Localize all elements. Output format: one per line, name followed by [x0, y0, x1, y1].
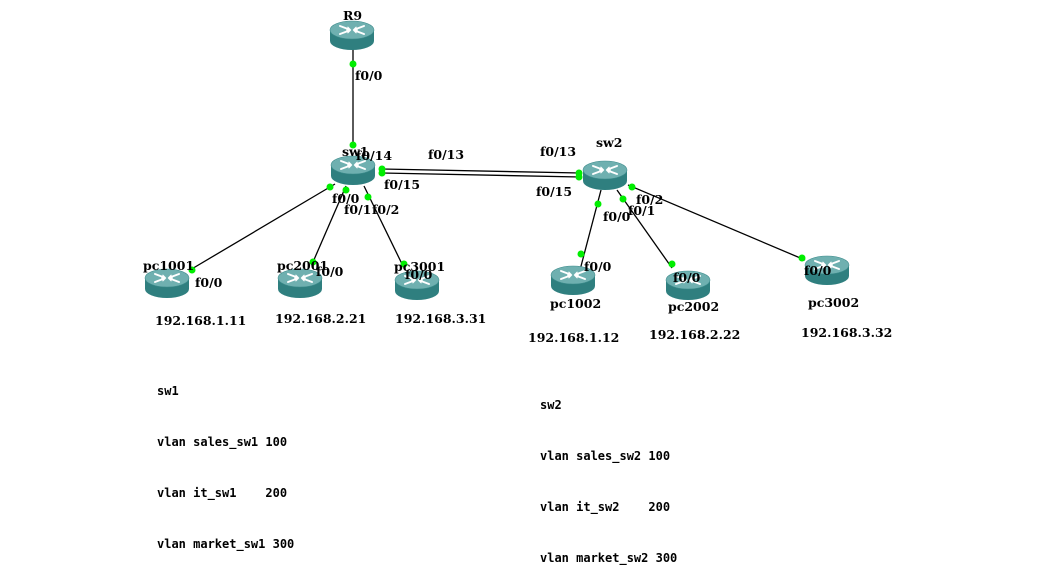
node-label-sw1: sw1 — [342, 144, 369, 159]
router-icon — [804, 255, 850, 285]
node-label-r9: R9 — [343, 8, 363, 23]
port-dot-sw1-f014 — [349, 141, 357, 149]
port-label-pc1002-f00: f0/0 — [584, 259, 612, 274]
port-label-sw1-f01: f0/1 — [344, 202, 372, 217]
port-label-pc2002-f00: f0/0 — [673, 270, 701, 285]
port-label-sw2-f015: f0/15 — [536, 184, 573, 199]
ip-label-pc3001: 192.168.3.31 — [395, 311, 487, 326]
node-label-pc2002: pc2002 — [668, 299, 720, 314]
node-label-pc1002: pc1002 — [550, 296, 602, 311]
port-dot-pc1001-f00 — [188, 266, 196, 274]
ip-label-pc3002: 192.168.3.32 — [801, 325, 893, 340]
links-layer — [189, 48, 806, 271]
link-sw1-pc2001[interactable] — [312, 185, 347, 263]
port-label-pc1001-f00: f0/0 — [195, 275, 223, 290]
note-line: sw2 — [540, 398, 562, 412]
port-dot-pc2002-f00 — [668, 260, 676, 268]
ip-label-pc2002: 192.168.2.22 — [649, 327, 741, 342]
port-dot-sw1-f01 — [342, 186, 350, 194]
ip-label-pc1001: 192.168.1.11 — [155, 313, 247, 328]
port-dot-sw2-f00 — [594, 200, 602, 208]
note-line: vlan sales_sw2 100 — [540, 449, 671, 463]
router-icon — [394, 270, 440, 300]
router-icon — [665, 270, 711, 300]
node-sw1[interactable] — [330, 155, 376, 187]
note-line: vlan market_sw2 300 — [540, 551, 678, 565]
node-pc1002[interactable] — [550, 265, 596, 297]
router-icon — [329, 20, 375, 50]
port-label-sw1-f014: f0/14 — [356, 148, 393, 163]
note-line: vlan it_sw1 200 — [157, 486, 288, 500]
node-sw2[interactable] — [582, 160, 628, 192]
port-label-sw1-f00: f0/0 — [332, 191, 360, 206]
link-sw1-sw2-f013[interactable] — [381, 168, 581, 174]
node-pc2001[interactable] — [277, 268, 323, 300]
port-dot-pc3001-f00 — [400, 260, 408, 268]
port-label-sw2-f00: f0/0 — [603, 209, 631, 224]
port-label-pc3002-f00: f0/0 — [804, 263, 832, 278]
link-sw1-pc1001[interactable] — [189, 183, 336, 271]
port-dot-sw1-f015 — [378, 169, 386, 177]
port-dot-pc3002-f00 — [798, 254, 806, 262]
link-sw1-sw2-f015[interactable] — [381, 172, 581, 178]
port-label-sw2-f02: f0/2 — [636, 192, 664, 207]
port-label-sw1-f015: f0/15 — [384, 177, 421, 192]
node-pc2002[interactable] — [665, 270, 711, 302]
port-dot-sw2-f01 — [619, 195, 627, 203]
router-icon — [144, 268, 190, 298]
vlan-note-sw2: sw2 vlan sales_sw2 100 vlan it_sw2 200 v… — [540, 363, 677, 584]
port-dot-r9-f00 — [349, 60, 357, 68]
node-r9[interactable] — [329, 20, 375, 52]
note-line: sw1 — [157, 384, 179, 398]
port-label-sw1-f02: f0/2 — [372, 202, 400, 217]
port-dot-sw1-f02 — [364, 193, 372, 201]
port-label-pc2001-f00: f0/0 — [316, 264, 344, 279]
port-label-pc3001-f00: f0/0 — [405, 267, 433, 282]
node-label-pc2001: pc2001 — [277, 258, 329, 273]
topology-canvas — [188, 48, 806, 274]
link-sw2-pc3002[interactable] — [627, 184, 806, 261]
note-line: vlan market_sw1 300 — [157, 537, 295, 551]
port-dot-sw2-f02 — [628, 183, 636, 191]
node-label-pc3002: pc3002 — [808, 295, 860, 310]
port-label-sw2-f013: f0/13 — [540, 144, 577, 159]
link-sw2-pc2002[interactable] — [616, 189, 673, 269]
node-label-sw2: sw2 — [596, 135, 623, 150]
port-dot-sw1-f00 — [326, 183, 334, 191]
node-label-pc3001: pc3001 — [394, 259, 446, 274]
node-pc1001[interactable] — [144, 268, 190, 300]
node-label-pc1001: pc1001 — [143, 258, 195, 273]
ip-label-pc2001: 192.168.2.21 — [275, 311, 367, 326]
router-icon — [277, 268, 323, 298]
port-label-sw1-f013: f0/13 — [428, 147, 465, 162]
port-label-sw2-f01: f0/1 — [628, 203, 656, 218]
ip-label-pc1002: 192.168.1.12 — [528, 330, 620, 345]
router-icon — [550, 265, 596, 295]
port-label-r9-f00: f0/0 — [355, 68, 383, 83]
note-line: vlan sales_sw1 100 — [157, 435, 288, 449]
port-dot-pc1002-f00 — [577, 250, 585, 258]
port-dots-layer — [188, 60, 806, 274]
vlan-note-sw1: sw1 vlan sales_sw1 100 vlan it_sw1 200 v… — [157, 349, 294, 570]
note-line: vlan it_sw2 200 — [540, 500, 671, 514]
port-dot-sw2-f015 — [575, 173, 583, 181]
port-dot-pc2001-f00 — [309, 258, 317, 266]
router-icon — [582, 160, 628, 190]
node-pc3002[interactable] — [804, 255, 850, 287]
router-icon — [330, 155, 376, 185]
node-pc3001[interactable] — [394, 270, 440, 302]
